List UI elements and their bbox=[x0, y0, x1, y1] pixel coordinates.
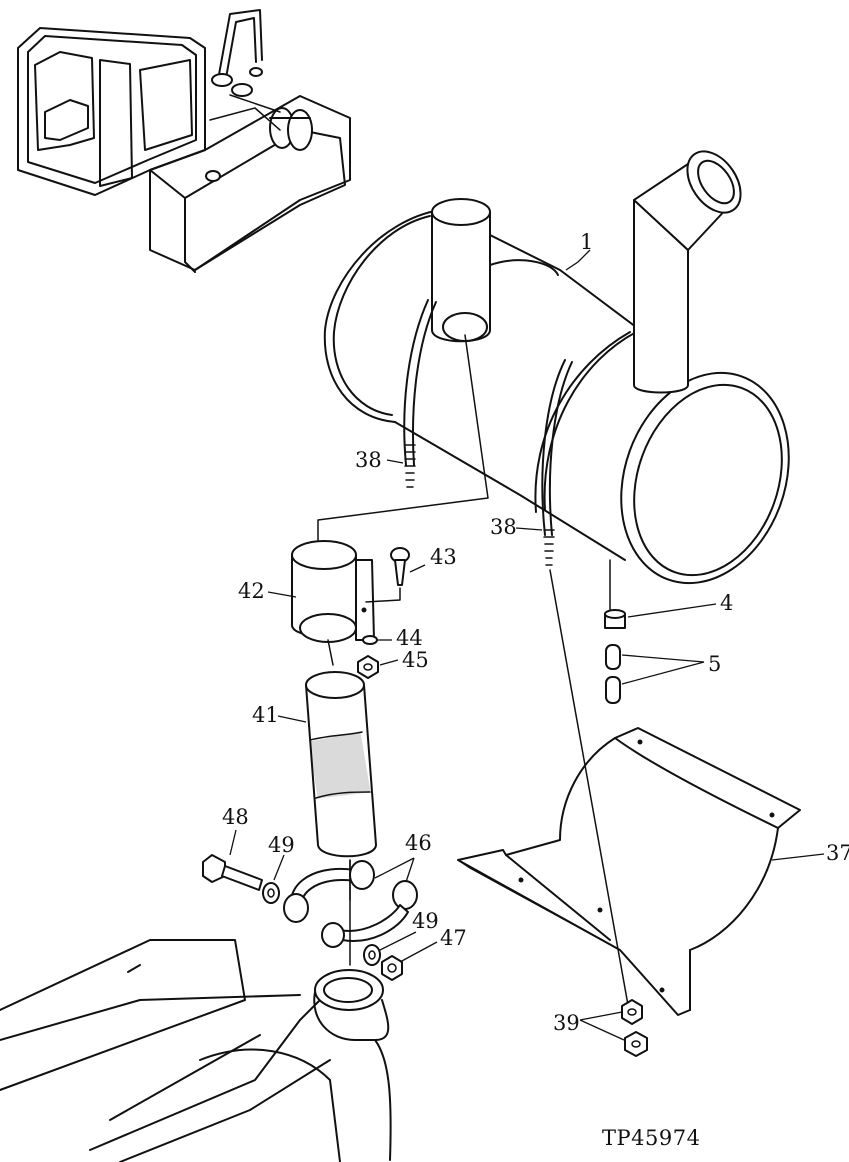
callout-37: 37 bbox=[826, 841, 849, 865]
washer-49b bbox=[363, 944, 381, 966]
callout-39: 39 bbox=[553, 1011, 580, 1035]
bolt-43 bbox=[365, 547, 410, 603]
callout-47: 47 bbox=[440, 926, 467, 950]
connector-pipe bbox=[291, 334, 489, 666]
figure-id: TP45974 bbox=[602, 1126, 700, 1150]
excavator-locator-view bbox=[17, 9, 351, 273]
callout-45: 45 bbox=[402, 648, 429, 672]
engine-outline bbox=[0, 859, 392, 1162]
callout-4: 4 bbox=[720, 591, 733, 615]
callout-46: 46 bbox=[405, 831, 432, 855]
callout-42: 42 bbox=[238, 579, 265, 603]
rubber-plugs bbox=[605, 644, 621, 704]
tail-pipe bbox=[305, 671, 377, 858]
callout-5: 5 bbox=[708, 652, 721, 676]
bolt-48 bbox=[202, 854, 263, 891]
callout-38-left: 38 bbox=[355, 448, 382, 472]
callout-41: 41 bbox=[252, 703, 279, 727]
washer-44 bbox=[362, 635, 378, 645]
callout-49-top: 49 bbox=[268, 833, 295, 857]
drain-cap bbox=[604, 609, 626, 629]
callout-44: 44 bbox=[396, 626, 423, 650]
heat-shield bbox=[457, 569, 801, 1016]
callout-1: 1 bbox=[580, 230, 593, 254]
callout-49-bottom: 49 bbox=[412, 909, 439, 933]
callout-labels: 1 38 38 42 43 44 45 41 4 5 37 48 49 46 4… bbox=[222, 230, 849, 1035]
nut-39 bbox=[621, 999, 648, 1057]
callout-38-right: 38 bbox=[490, 515, 517, 539]
washer-49a bbox=[262, 882, 280, 904]
nut-47 bbox=[381, 955, 403, 981]
callout-48: 48 bbox=[222, 805, 249, 829]
callout-43: 43 bbox=[430, 545, 457, 569]
muffler bbox=[323, 150, 790, 611]
nut-45 bbox=[357, 655, 379, 679]
leader-lines bbox=[229, 249, 825, 1041]
